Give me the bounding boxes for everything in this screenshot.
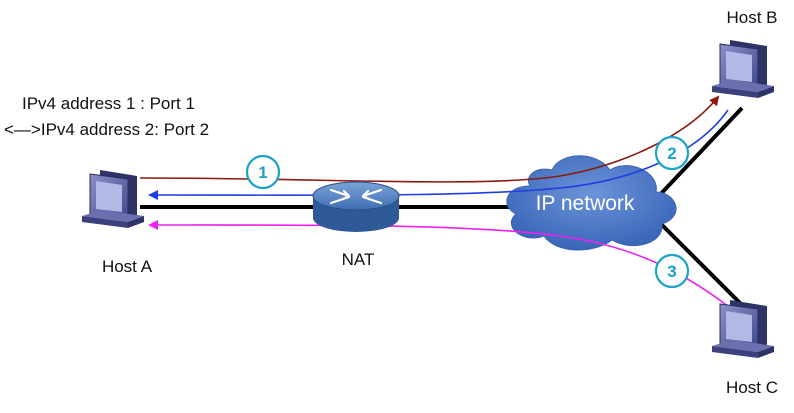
router-icon	[312, 181, 400, 232]
host-a-label: Host A	[101, 257, 153, 276]
svg-text:3: 3	[667, 262, 676, 281]
computer-icon	[712, 300, 774, 358]
flow-3-path	[148, 219, 741, 316]
mapping-line-1: IPv4 address 1 : Port 1	[22, 94, 195, 113]
cloud-icon	[506, 155, 677, 251]
flow-badge-1: 1	[245, 154, 281, 190]
computer-icon	[82, 170, 144, 228]
host-c-label: Host C	[726, 378, 778, 397]
flow-1-path	[139, 95, 720, 183]
mapping-line-2: <—>IPv4 address 2: Port 2	[4, 120, 210, 139]
cloud-label: IP network	[536, 192, 635, 215]
flow-badge-2: 2	[654, 135, 690, 171]
svg-text:2: 2	[667, 144, 676, 163]
link-cloud-hostb	[653, 106, 744, 202]
computer-icon	[712, 40, 774, 98]
svg-text:1: 1	[258, 163, 267, 182]
flow-badge-3: 3	[654, 253, 690, 289]
link-cloud-hostc	[653, 216, 744, 307]
nat-label: NAT	[341, 250, 375, 269]
host-b-label: Host B	[726, 8, 778, 27]
